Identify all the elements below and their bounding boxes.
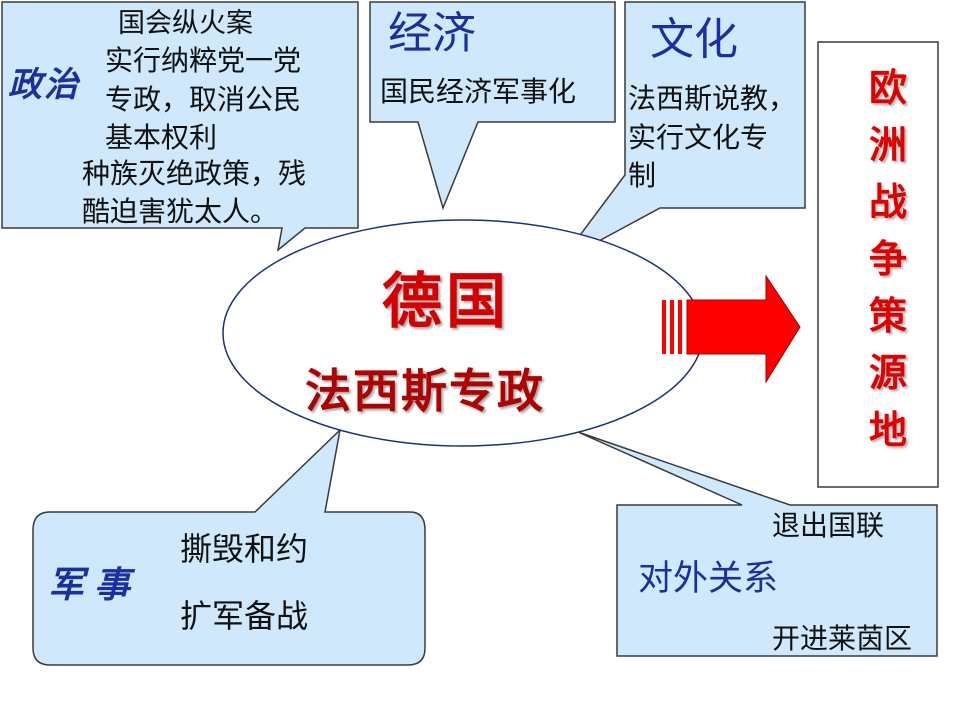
- arrow-stripes: [662, 300, 682, 354]
- politics-line-1: 国会纵火案: [118, 8, 253, 39]
- foreign-callout: [577, 431, 938, 657]
- politics-line-4: 基本权利: [105, 121, 218, 154]
- economy-text: 国民经济军事化: [380, 75, 577, 108]
- foreign-item-1: 退出国联: [772, 509, 885, 542]
- military-item-1: 撕毁和约: [180, 530, 309, 568]
- result-text: 欧洲战争策源地: [868, 66, 907, 452]
- military-label: 军事: [48, 565, 141, 606]
- economy-label: 经济: [388, 8, 476, 59]
- culture-line-1: 法西斯说教，: [628, 82, 797, 115]
- economy-callout: [369, 1, 616, 211]
- culture-callout: [559, 1, 806, 263]
- politics-label: 政治: [8, 65, 80, 105]
- politics-line-2: 实行纳粹党一党: [105, 44, 302, 77]
- culture-line-3: 制: [628, 159, 657, 192]
- culture-label: 文化: [650, 14, 738, 65]
- politics-callout: [1, 1, 359, 252]
- center-title: 德国: [382, 267, 510, 337]
- politics-line-6: 酷迫害犹太人。: [82, 195, 279, 228]
- result-box: [817, 41, 939, 488]
- center-subtitle: 法西斯专政: [305, 364, 545, 418]
- arrow-right: [686, 274, 801, 384]
- culture-line-2: 实行文化专: [628, 121, 769, 154]
- politics-line-3: 专政，取消公民: [105, 83, 302, 116]
- military-callout: [32, 427, 426, 666]
- military-item-2: 扩军备战: [180, 597, 309, 635]
- politics-line-5: 种族灭绝政策，残: [82, 157, 307, 190]
- foreign-label: 对外关系: [638, 559, 779, 599]
- foreign-item-2: 开进莱茵区: [772, 622, 913, 655]
